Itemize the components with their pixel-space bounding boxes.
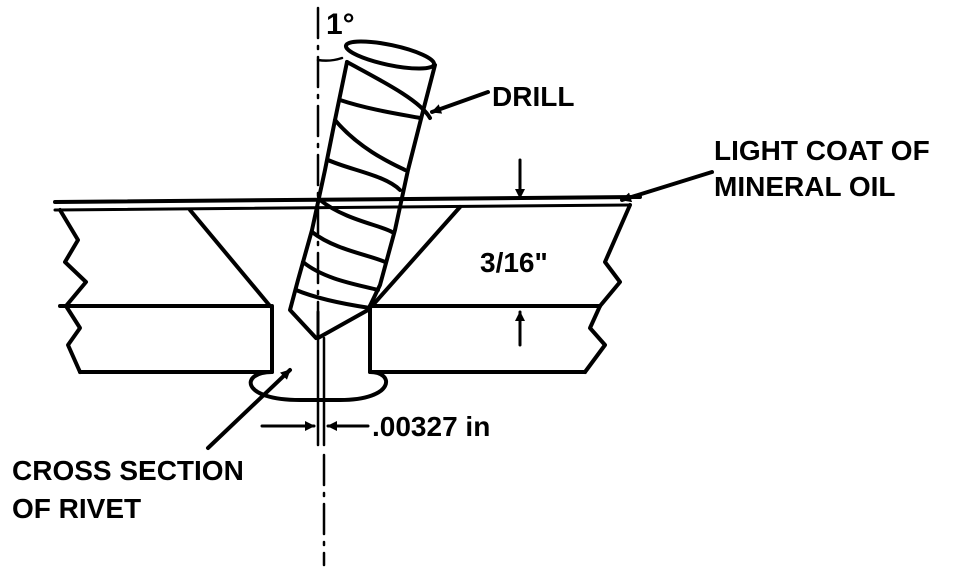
rivet-label-line2: OF RIVET <box>12 493 141 524</box>
oil-leader <box>620 170 714 203</box>
lower-plate <box>64 304 607 374</box>
angle-arc <box>316 56 344 62</box>
rivet-head <box>248 370 388 402</box>
center-line <box>316 6 326 567</box>
upper-plate <box>53 195 642 308</box>
gap-label: .00327 in <box>372 411 490 442</box>
angle-label: 1° <box>326 8 355 41</box>
rivet-label-line1: CROSS SECTION <box>12 455 244 486</box>
drill-leader <box>430 90 490 114</box>
oil-label-line2: MINERAL OIL <box>714 171 895 202</box>
thickness-label: 3/16" <box>480 247 548 278</box>
drill-bit <box>288 39 437 340</box>
drill-label: DRILL <box>492 81 574 112</box>
oil-label-line1: LIGHT COAT OF <box>714 135 930 166</box>
rivet-leader <box>206 368 292 450</box>
